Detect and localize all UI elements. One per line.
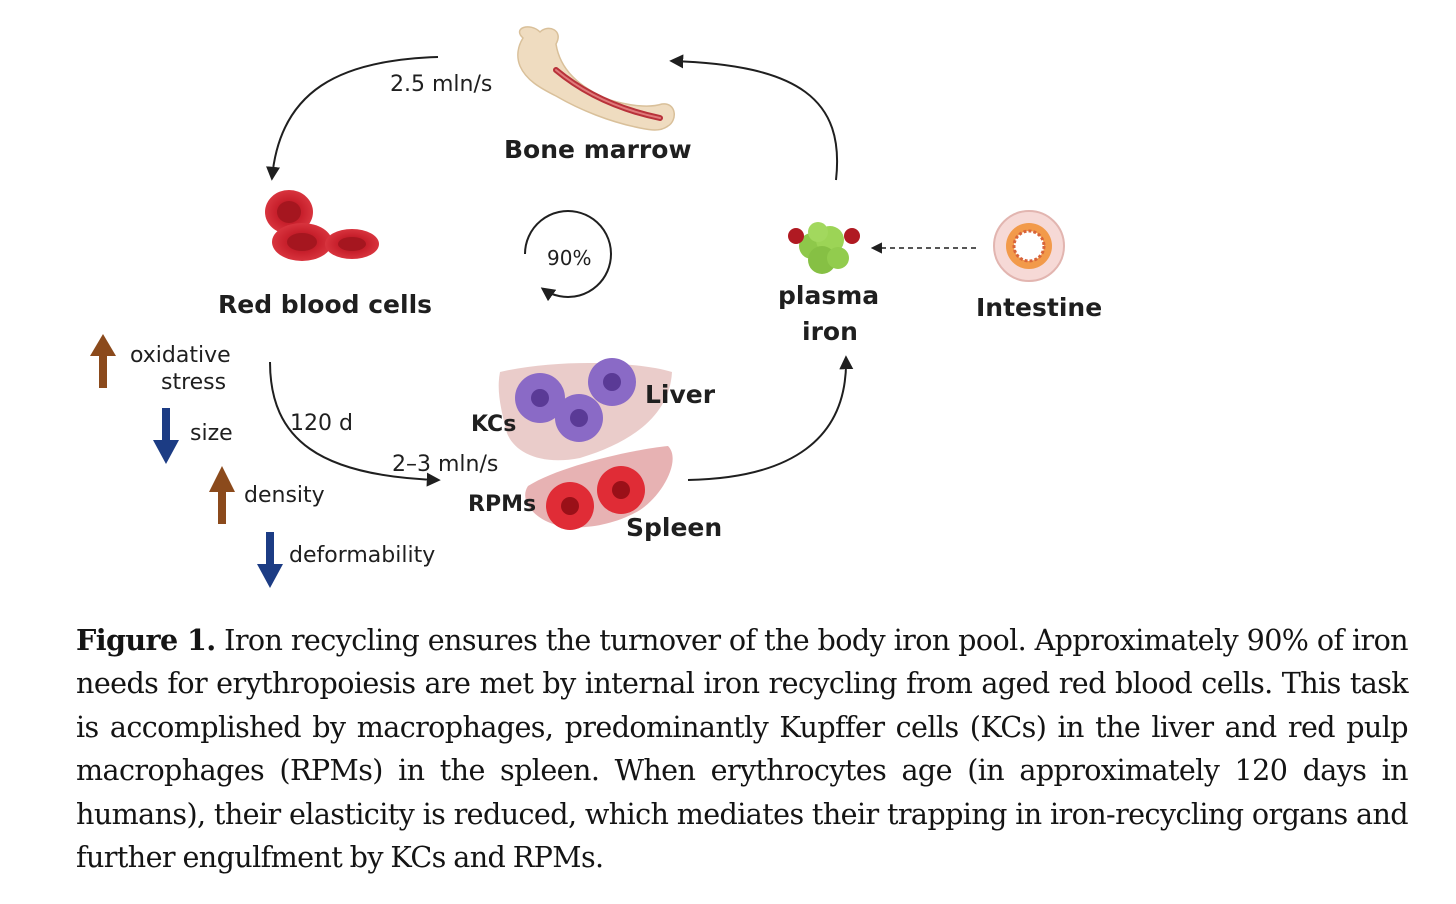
spleen-to-plasma-arrow: [687, 355, 854, 481]
red-blood-cells-label: Red blood cells: [218, 290, 432, 319]
production-rate-label: 2.5 mln/s: [390, 72, 492, 97]
production-arrow: [266, 56, 439, 181]
density-label: density: [244, 483, 325, 508]
kcs-label: KCs: [471, 412, 516, 437]
figure-caption-label: Figure 1.: [76, 623, 216, 657]
size-label: size: [190, 421, 233, 446]
bone-marrow-label: Bone marrow: [504, 135, 692, 164]
red-pulp-macrophage-icon: [546, 482, 594, 530]
down-arrow-icon: [257, 532, 283, 588]
clearance-rate-label: 2–3 mln/s: [392, 452, 498, 477]
iron-recycling-diagram: 2.5 mln/s Bone marrow 90% Red blood cell…: [90, 26, 1102, 588]
kupffer-cell-icon: [555, 394, 603, 442]
intestine-icon: [993, 210, 1065, 282]
deformability-label: deformability: [289, 543, 435, 568]
kupffer-cell-icon: [515, 373, 565, 423]
plasma-iron-label-line2: iron: [802, 317, 858, 346]
red-pulp-macrophage-icon: [597, 466, 645, 514]
oxidative-stress-label-line1: oxidative: [130, 343, 231, 368]
figure-caption: Figure 1. Iron recycling ensures the tur…: [76, 619, 1409, 879]
down-arrow-icon: [153, 408, 179, 464]
figure-caption-text: Iron recycling ensures the turnover of t…: [76, 623, 1409, 875]
up-arrow-icon: [90, 334, 116, 388]
up-arrow-icon: [209, 466, 235, 524]
intestine-label: Intestine: [976, 293, 1102, 322]
plasma-iron-label-line1: plasma: [778, 281, 879, 310]
recycle-percent-label: 90%: [547, 246, 591, 270]
rpms-label: RPMs: [468, 492, 536, 517]
bone-marrow-icon: [517, 26, 675, 131]
plasma-iron-icon: [788, 222, 860, 274]
rbc-to-organs-arrow: [269, 361, 441, 487]
oxidative-stress-label-line2: stress: [161, 370, 226, 395]
recycle-cycle-arrow: [524, 210, 612, 302]
lifespan-label: 120 d: [290, 411, 353, 436]
liver-label: Liver: [645, 380, 716, 409]
kupffer-cell-icon: [588, 358, 636, 406]
plasma-to-marrow-arrow: [669, 54, 839, 181]
red-blood-cells-icon: [265, 190, 379, 261]
spleen-label: Spleen: [626, 513, 722, 542]
